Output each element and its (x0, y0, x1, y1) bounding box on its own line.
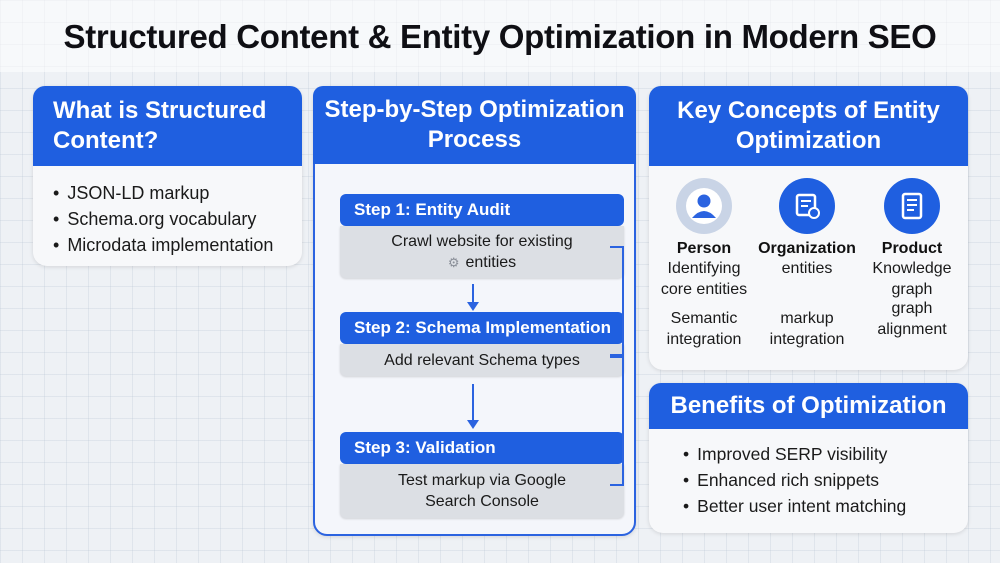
benefits-heading: Benefits of Optimization (649, 383, 968, 429)
list-item: Microdata implementation (53, 232, 302, 258)
benefits-list: Improved SERP visibility Enhanced rich s… (649, 429, 968, 519)
step-3-title: Step 3: Validation (340, 432, 624, 464)
step-1-body: Crawl website for existing ⚙entities (340, 226, 624, 278)
step-1-text-2: ⚙entities (447, 254, 517, 271)
page-title: Structured Content & Entity Optimization… (63, 18, 937, 55)
document-icon (884, 178, 940, 234)
list-item: Better user intent matching (683, 493, 968, 519)
step-3-text: Test markup via Google (397, 472, 567, 489)
title-band (0, 0, 1000, 72)
optimization-process-panel: Step-by-Step Optimization Process Step 1… (313, 86, 636, 536)
key-concepts-panel: Key Concepts of Entity Optimization Pers… (649, 86, 968, 370)
concept-product: Product Knowledge graph graph alignment (857, 178, 967, 340)
step-2-title: Step 2: Schema Implementation (340, 312, 624, 344)
arrow-down-icon (467, 384, 479, 429)
list-item: JSON-LD markup (53, 180, 302, 206)
step-3-text-2: Search Console (425, 493, 539, 510)
concept-desc: graph (891, 300, 933, 317)
organization-icon (779, 178, 835, 234)
key-concepts-heading: Key Concepts of Entity Optimization (649, 86, 968, 166)
concept-name: Product (881, 240, 943, 257)
structured-content-panel: What is Structured Content? JSON-LD mark… (33, 86, 302, 266)
arrow-down-icon (467, 284, 479, 311)
step-1-text: Crawl website for existing (391, 233, 573, 250)
concept-desc: integration (666, 331, 742, 348)
list-item: Schema.org vocabulary (53, 206, 302, 232)
concept-organization: Organization entities markup integration (752, 178, 862, 350)
process-heading: Step-by-Step Optimization Process (313, 86, 636, 164)
concept-desc: graph (891, 281, 933, 298)
concept-desc: entities (781, 260, 833, 277)
step-1-title: Step 1: Entity Audit (340, 194, 624, 226)
concept-name: Person (676, 240, 732, 257)
step-2-text: Add relevant Schema types (384, 351, 580, 369)
concept-name: Organization (758, 240, 856, 257)
concept-desc: Knowledge (872, 260, 952, 277)
concept-desc: alignment (877, 321, 947, 338)
concept-desc: markup (780, 310, 834, 327)
list-item: Improved SERP visibility (683, 441, 968, 467)
concept-person: Person Identifying core entities Semanti… (649, 178, 759, 350)
gear-icon: ⚙ (447, 255, 460, 270)
concept-desc: core entities (660, 281, 748, 298)
concept-desc: Semantic (670, 310, 738, 327)
structured-content-list: JSON-LD markup Schema.org vocabulary Mic… (33, 166, 302, 258)
loop-connector (610, 246, 624, 356)
structured-content-heading: What is Structured Content? (33, 86, 302, 166)
concept-desc: integration (769, 331, 845, 348)
concept-desc: Identifying (667, 260, 741, 277)
step-3-body: Test markup via Google Search Console (340, 464, 624, 518)
benefits-panel: Benefits of Optimization Improved SERP v… (649, 383, 968, 533)
list-item: Enhanced rich snippets (683, 467, 968, 493)
step-2-body: Add relevant Schema types (340, 344, 624, 376)
concept-desc (752, 279, 862, 300)
person-icon (676, 178, 732, 234)
loop-connector (610, 356, 624, 486)
